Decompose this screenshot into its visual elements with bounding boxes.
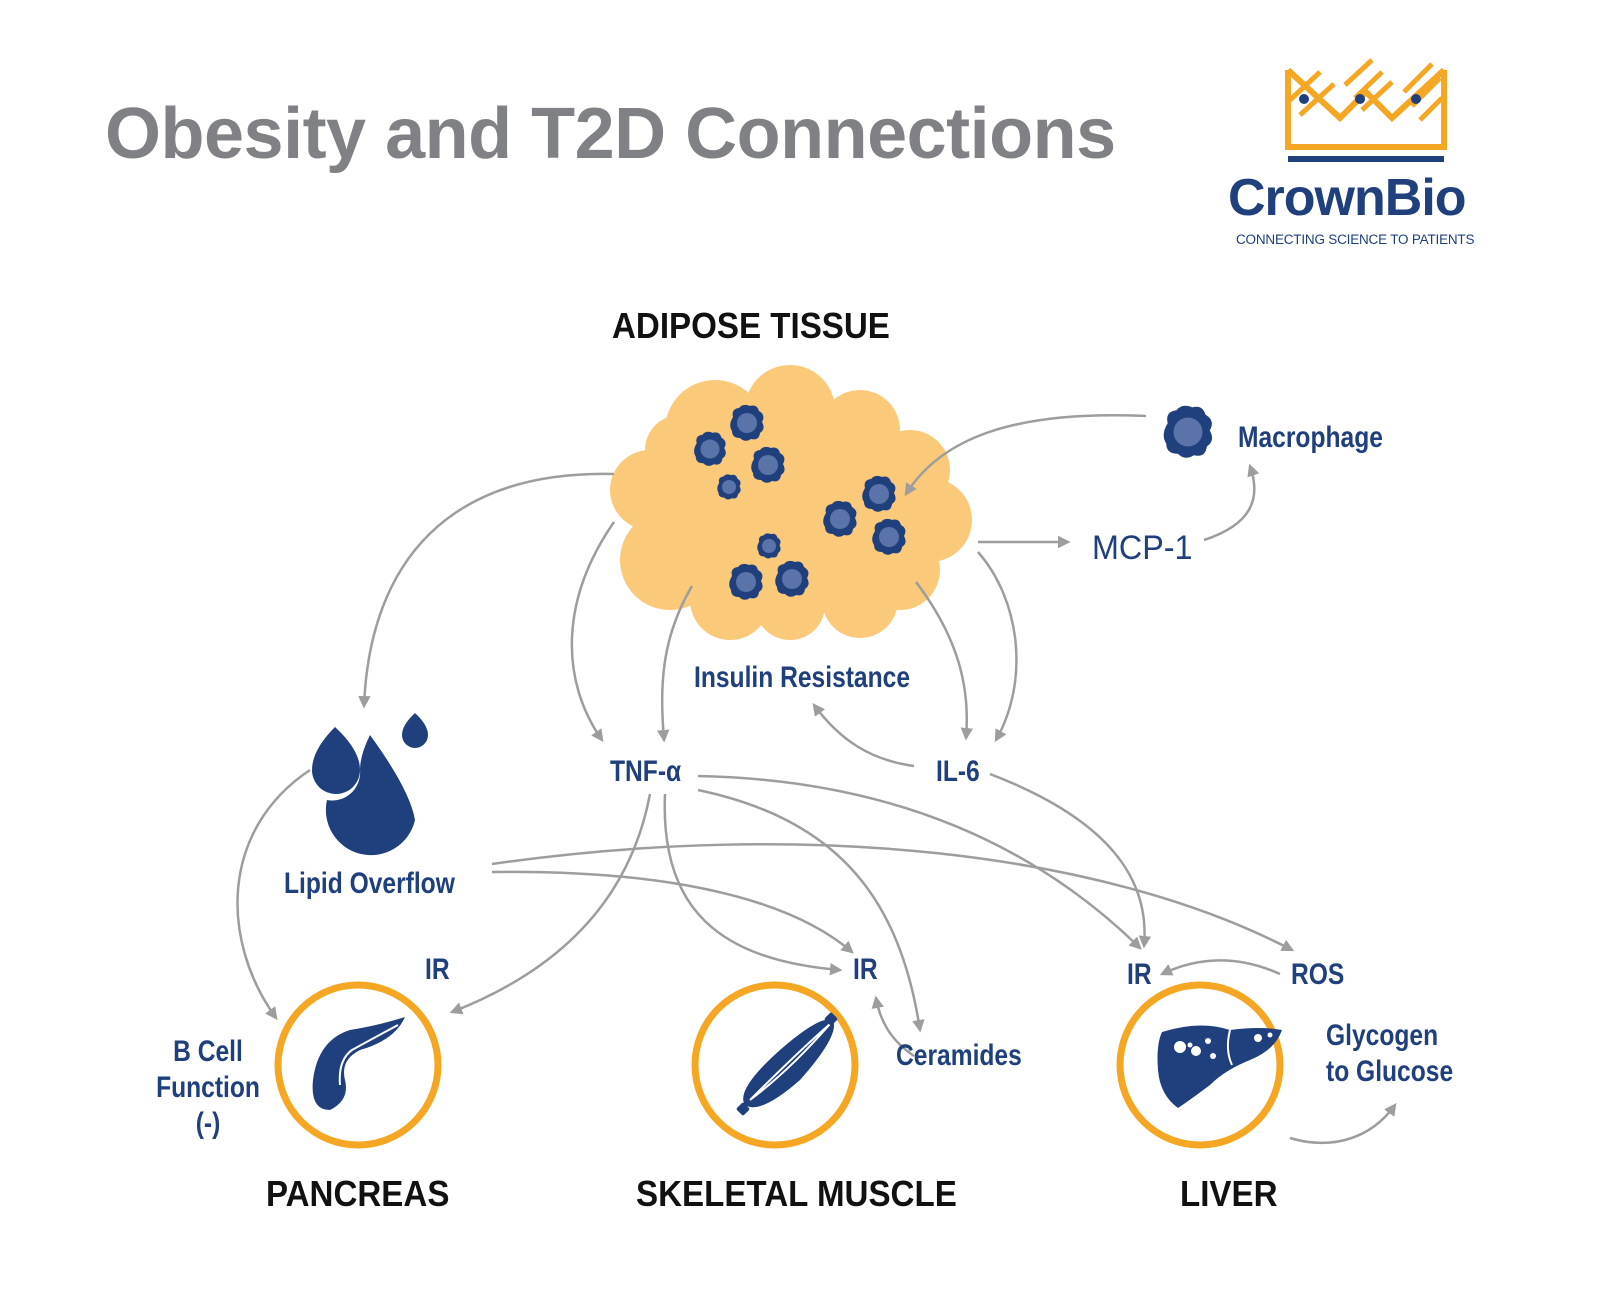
ceramides-label: Ceramides <box>896 1039 1022 1072</box>
glycogen-to-glucose-label: Glycogen to Glucose <box>1326 1018 1481 1090</box>
ir-liver-label: IR <box>1127 958 1152 991</box>
adipose-tissue-heading: ADIPOSE TISSUE <box>612 305 890 346</box>
bcell-line-1: B Cell <box>173 1035 243 1068</box>
liver-icon <box>1157 1025 1282 1108</box>
mcp1-label: MCP-1 <box>1092 529 1193 567</box>
ir-muscle-label: IR <box>853 953 878 986</box>
glycogen-line-2: to Glucose <box>1326 1055 1454 1088</box>
lipid-droplets-icon <box>312 713 428 856</box>
glycogen-line-1: Glycogen <box>1326 1019 1439 1052</box>
pancreas-heading: PANCREAS <box>266 1173 450 1214</box>
insulin-resistance-label: Insulin Resistance <box>694 661 911 694</box>
ir-pancreas-label: IR <box>425 953 450 986</box>
macrophage-icon <box>1163 405 1213 458</box>
connection-arrows <box>236 414 1397 1145</box>
pancreas-icon <box>312 1017 405 1110</box>
brand-name: CrownBio <box>1228 169 1467 227</box>
muscle-circle <box>691 981 859 1149</box>
liver-circle <box>1116 981 1284 1149</box>
ros-label: ROS <box>1291 958 1345 991</box>
bcell-line-3: (-) <box>195 1107 221 1140</box>
crown-icon <box>1285 58 1447 150</box>
brand-tagline: CONNECTING SCIENCE TO PATIENTS <box>1236 232 1475 247</box>
il6-label: IL-6 <box>936 755 980 788</box>
liver-heading: LIVER <box>1180 1173 1278 1214</box>
bcell-function-label: B Cell Function (-) <box>138 1034 278 1142</box>
pancreas-circle <box>274 981 442 1149</box>
skeletal-muscle-heading: SKELETAL MUSCLE <box>636 1173 957 1214</box>
adipose-cluster-icon <box>610 365 972 640</box>
lipid-overflow-label: Lipid Overflow <box>284 867 455 900</box>
macrophage-label: Macrophage <box>1238 421 1383 454</box>
page-title: Obesity and T2D Connections <box>105 94 1116 174</box>
muscle-icon <box>736 1012 838 1116</box>
bcell-line-2: Function <box>156 1071 260 1104</box>
tnf-alpha-label: TNF-α <box>610 755 682 788</box>
